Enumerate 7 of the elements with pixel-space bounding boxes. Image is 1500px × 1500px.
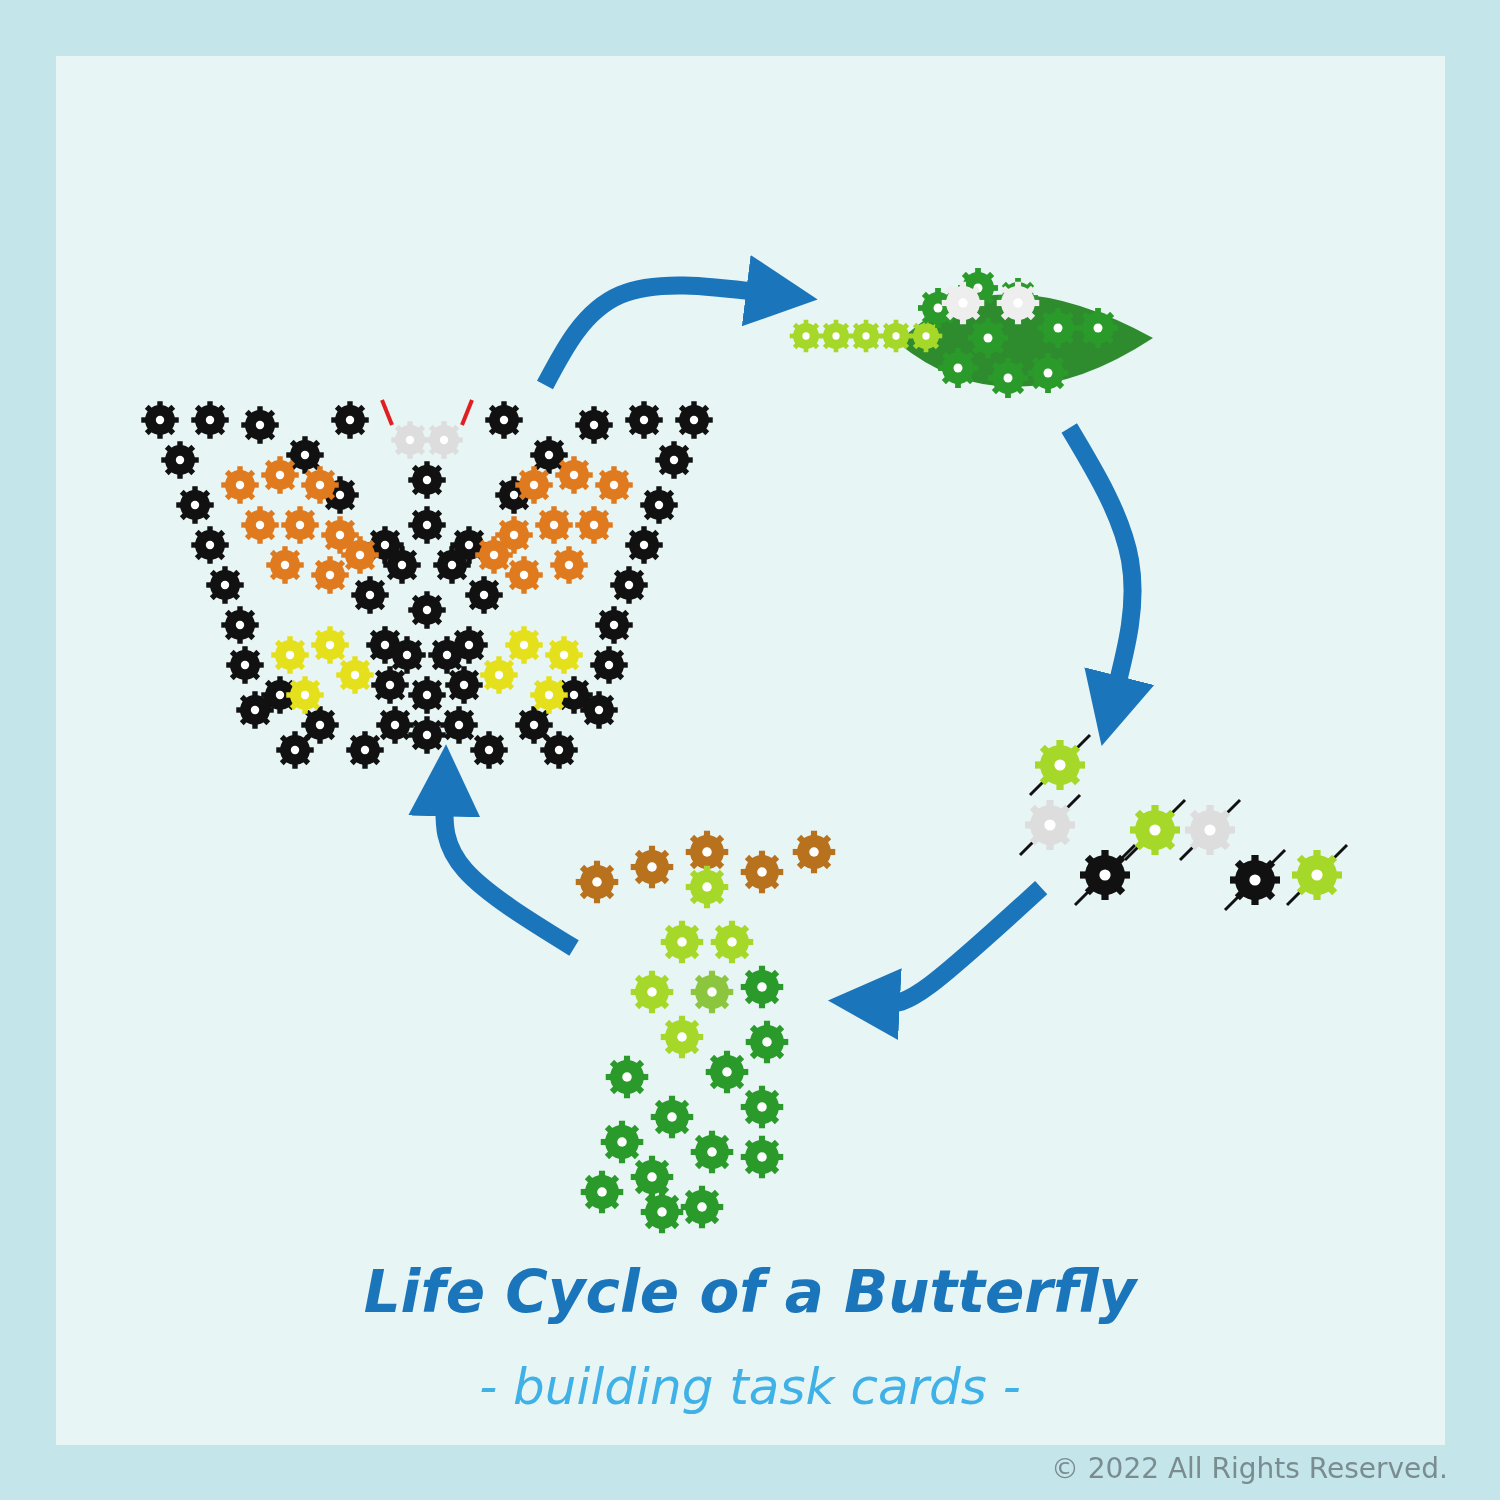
cycle-arrow [408, 744, 579, 956]
cycle-arrow [537, 254, 818, 390]
subtitle: - building task cards - [479, 1358, 1021, 1416]
cycle-arrow [1061, 423, 1155, 746]
copyright-notice: © 2022 All Rights Reserved. [1050, 1452, 1448, 1485]
diagram-title: Life Cycle of a Butterfly [363, 1258, 1137, 1326]
cycle-arrow [827, 880, 1048, 1040]
